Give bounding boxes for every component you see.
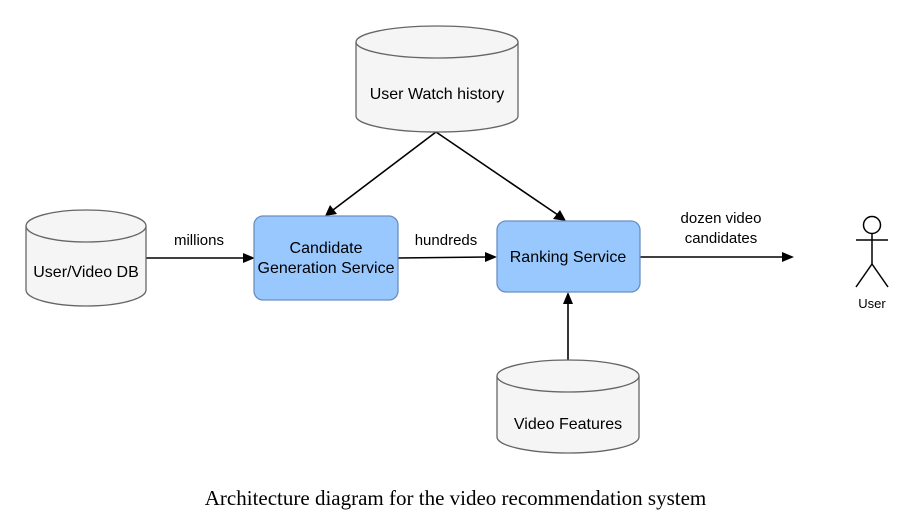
node-label-user-watch-history: User Watch history bbox=[370, 86, 505, 103]
edge-label-dozen-video: dozen video bbox=[681, 210, 762, 227]
node-label-ranking-service: Ranking Service bbox=[510, 249, 627, 266]
edge-ranking-to-user: dozen video candidates bbox=[640, 210, 794, 262]
ranking-service-box bbox=[496, 220, 641, 293]
actor-head bbox=[862, 215, 882, 235]
diagram-caption: Architecture diagram for the video recom… bbox=[204, 486, 707, 510]
service-ranking: Ranking Service bbox=[496, 220, 641, 293]
service-candidate-generation: Candidate Generation Service bbox=[253, 215, 399, 301]
edge-history-to-ranking bbox=[435, 131, 566, 221]
edge-label-candidates: candidates bbox=[685, 230, 758, 247]
user-actor-icon: User bbox=[855, 215, 889, 311]
node-label-user-video-db: User/Video DB bbox=[33, 264, 139, 281]
edge-features-to-ranking bbox=[563, 292, 573, 360]
candidate-generation-box bbox=[253, 215, 399, 301]
database-user-watch-history: User Watch history bbox=[355, 25, 519, 133]
arrowhead-history-to-candidate bbox=[325, 205, 337, 216]
edge-db-to-candidate: millions bbox=[146, 232, 255, 263]
database-video-features: Video Features bbox=[496, 359, 640, 454]
arrowhead-ranking-to-user bbox=[782, 252, 794, 262]
node-label-candidate: Candidate bbox=[290, 240, 363, 257]
node-label-generation-service: Generation Service bbox=[258, 260, 395, 277]
actor-label-user: User bbox=[858, 296, 886, 311]
edge-candidate-to-ranking: hundreds bbox=[397, 232, 497, 262]
node-label-video-features: Video Features bbox=[514, 416, 622, 433]
arrowhead-history-to-ranking bbox=[553, 210, 566, 221]
edge-history-to-candidate bbox=[325, 131, 437, 216]
edge-label-hundreds: hundreds bbox=[415, 232, 478, 249]
arrowhead-features-to-ranking bbox=[563, 292, 573, 304]
arrowhead-db-to-candidate bbox=[243, 253, 255, 263]
edge-label-millions: millions bbox=[174, 232, 224, 249]
arrowhead-candidate-to-ranking bbox=[485, 252, 497, 262]
database-user-video-db: User/Video DB bbox=[25, 209, 147, 307]
